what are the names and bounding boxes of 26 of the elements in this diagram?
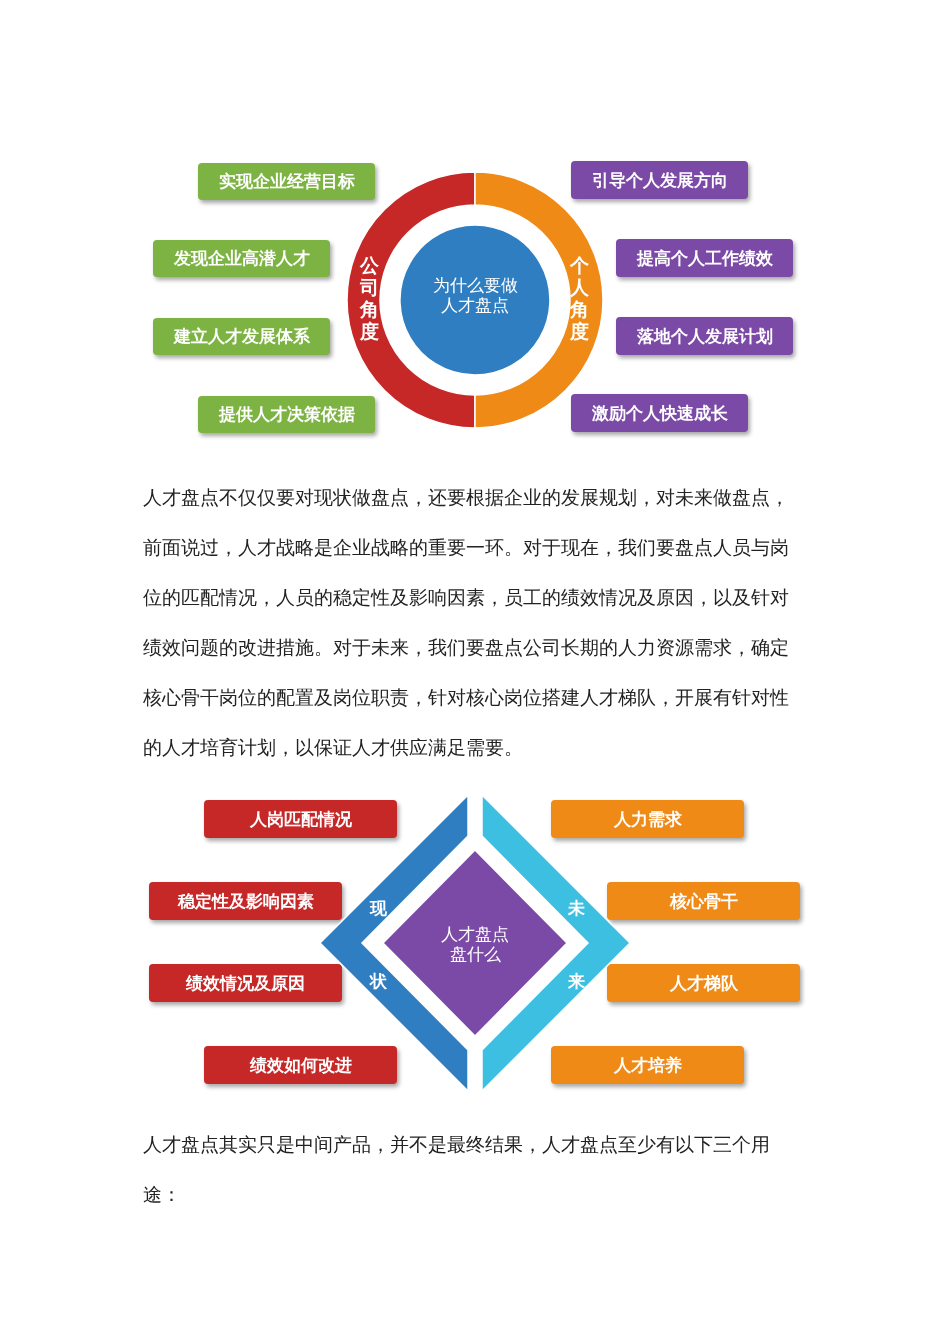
category-box: 人力需求 — [551, 800, 744, 838]
category-box: 人才培养 — [551, 1046, 744, 1084]
band-text: 未 — [568, 897, 585, 920]
category-box: 激励个人快速成长 — [571, 394, 748, 432]
category-box: 人才梯队 — [607, 964, 800, 1002]
band-text: 状 — [370, 970, 387, 993]
category-box: 实现企业经营目标 — [198, 163, 375, 200]
segment-text: 公司角度 — [360, 254, 380, 342]
category-box: 人岗匹配情况 — [204, 800, 397, 838]
segment-text: 个人角度 — [570, 254, 590, 342]
category-box: 建立人才发展体系 — [153, 318, 330, 355]
category-box: 稳定性及影响因素 — [149, 882, 342, 920]
category-box: 核心骨干 — [607, 882, 800, 920]
paragraph: 人才盘点其实只是中间产品，并不是最终结果，人才盘点至少有以下三个用途： — [143, 1133, 771, 1207]
category-box: 绩效如何改进 — [204, 1046, 397, 1084]
category-box: 落地个人发展计划 — [616, 317, 793, 355]
band-text: 现 — [370, 897, 387, 920]
category-box: 发现企业高潜人才 — [153, 240, 330, 277]
category-box: 提高个人工作绩效 — [616, 239, 793, 277]
category-box: 绩效情况及原因 — [149, 964, 342, 1002]
diamond-text: 人才盘点盘什么 — [440, 924, 510, 964]
band-text: 来 — [568, 970, 585, 993]
category-box: 提供人才决策依据 — [198, 396, 375, 433]
category-box: 引导个人发展方向 — [571, 161, 748, 199]
paragraph: 人才盘点不仅仅要对现状做盘点，还要根据企业的发展规划，对未来做盘点，前面说过，人才战略是企业战略的重要一环。对于现在，我们要盘点人员与岗位的匹配情况，人员的稳定性及影响因素，员工的绩效情况及原因，以及针对绩效问题的改进措施。对于未来，我们要盘点公司长期的人力资源需求，确定核心骨干岗位的配置及岗位职责，针对核心岗位搭建人才梯队，开展有针对性的人才培育计划，以保证人才供应满足需要。 — [143, 486, 790, 760]
circle-text: 为什么要做人才盘点 — [431, 275, 519, 315]
